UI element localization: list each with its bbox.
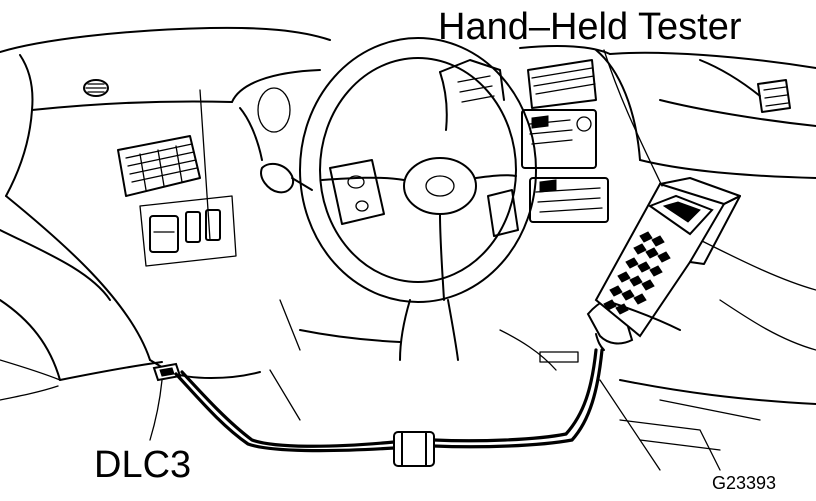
tester-leader-line [609, 301, 681, 331]
cable-junction-box [393, 431, 435, 467]
steering-column [279, 299, 459, 361]
tester-cable [174, 348, 604, 453]
dashboard-outline [0, 26, 331, 401]
instrument-cluster [199, 69, 321, 241]
tester-keypad [603, 231, 671, 315]
switch-panel [139, 195, 237, 267]
steering-wheel [299, 37, 537, 303]
center-stack [439, 45, 641, 223]
figure-code: G23393 [712, 473, 777, 493]
speaker-grille [83, 79, 109, 97]
floor-area [269, 329, 761, 471]
dlc3-label: DLC3 [94, 444, 192, 486]
hand-held-tester-device [586, 177, 741, 351]
turn-signal-stalk [260, 162, 313, 194]
tester-label-leader [603, 49, 663, 187]
left-air-vent [117, 135, 201, 197]
dlc3-leader-line [149, 379, 163, 441]
hand-held-tester-label: Hand–Held Tester [438, 6, 742, 48]
right-dash [609, 51, 816, 405]
